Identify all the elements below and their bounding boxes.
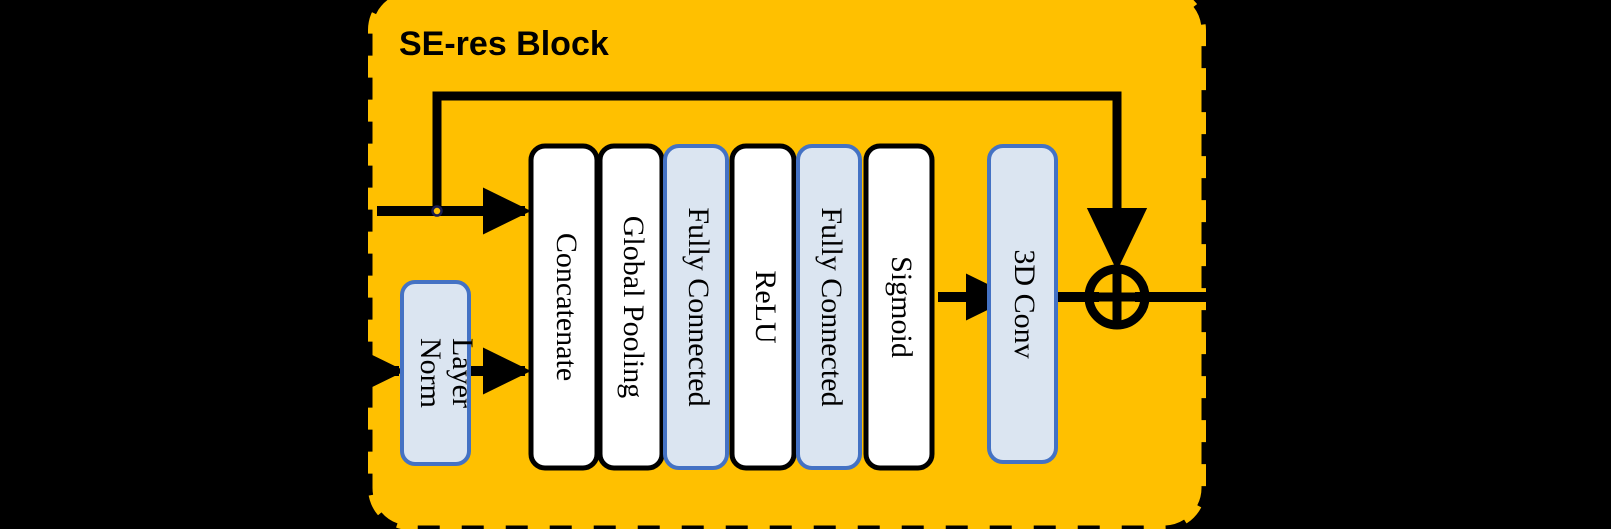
block-concatenate-shape[interactable] (528, 143, 600, 471)
block-3d-conv-label: 3D Conv (1008, 249, 1041, 358)
page-title: SE-res Block (399, 25, 609, 63)
block-concatenate[interactable]: Concatenate (528, 143, 600, 471)
block-relu[interactable]: ReLU (729, 143, 797, 471)
block-fully-connected-1[interactable]: Fully Connected (663, 144, 729, 470)
block-layer-norm-shape[interactable] (400, 280, 471, 466)
block-global-pooling-label: Global Pooling (617, 216, 650, 399)
block-relu-shape[interactable] (729, 143, 797, 471)
add-operator (1084, 264, 1150, 330)
block-global-pooling-shape[interactable] (597, 143, 665, 471)
block-fully-connected-2[interactable]: Fully Connected (796, 144, 862, 470)
block-layer-norm[interactable]: Norm Layer (400, 280, 479, 466)
block-fully-connected-2-label: Fully Connected (815, 207, 848, 406)
block-layer-norm-label-line1: Norm (414, 338, 447, 408)
block-sigmoid-shape[interactable] (863, 143, 935, 471)
block-3d-conv[interactable]: 3D Conv (987, 144, 1058, 464)
connection-skip-to-add (432, 91, 1148, 271)
block-3d-conv-shape[interactable] (987, 144, 1058, 464)
block-sigmoid[interactable]: Sigmoid (863, 143, 935, 471)
block-fully-connected-1-shape[interactable] (663, 144, 729, 470)
block-fully-connected-2-shape[interactable] (796, 144, 862, 470)
block-sigmoid-label: Sigmoid (885, 256, 918, 358)
block-global-pooling[interactable]: Global Pooling (597, 143, 665, 471)
block-relu-label: ReLU (749, 270, 782, 344)
block-concatenate-label: Concatenate (550, 233, 583, 381)
add-operator-circle (1084, 264, 1150, 330)
block-layer-norm-label-line2: Layer (446, 338, 479, 408)
block-fully-connected-1-label: Fully Connected (682, 207, 715, 406)
branch-junction-dot (431, 205, 443, 217)
